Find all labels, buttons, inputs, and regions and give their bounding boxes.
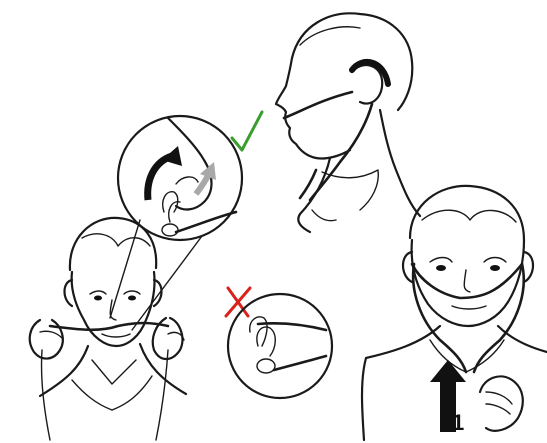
incorrect-icon: [226, 288, 250, 316]
incorrect-zoom-circle: [228, 294, 332, 398]
check-icon: [232, 112, 262, 150]
front-figure-left: [30, 218, 186, 440]
step-number-label: 1: [452, 410, 464, 435]
front-figure-right: [362, 186, 547, 440]
profile-figure: [276, 13, 420, 232]
